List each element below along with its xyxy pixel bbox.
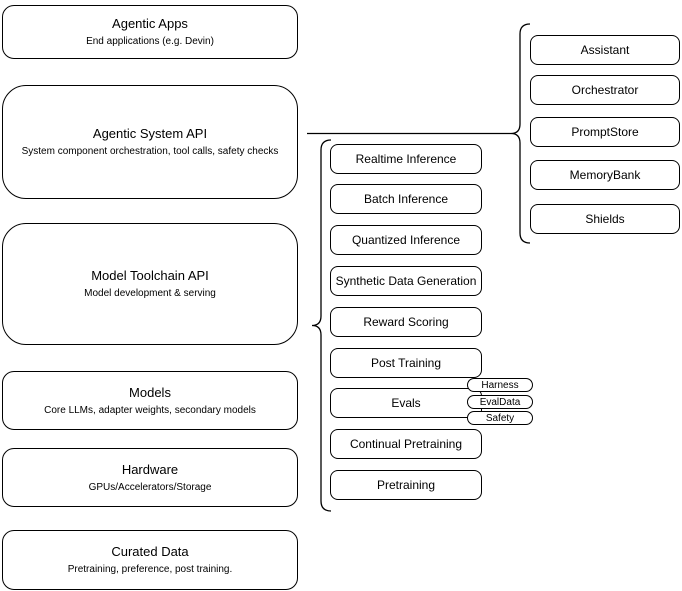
layer-subtitle: Model development & serving bbox=[84, 288, 216, 299]
layer-subtitle: Core LLMs, adapter weights, secondary mo… bbox=[44, 404, 256, 416]
layer-agentic-apps: Agentic Apps End applications (e.g. Devi… bbox=[2, 5, 298, 59]
toolchain-item-batch-inference: Batch Inference bbox=[330, 184, 482, 214]
toolchain-item-realtime-inference: Realtime Inference bbox=[330, 144, 482, 174]
eval-tag-evaldata: EvalData bbox=[467, 395, 533, 409]
eval-tag-safety: Safety bbox=[467, 411, 533, 425]
toolchain-item-synthetic-data-generation: Synthetic Data Generation bbox=[330, 266, 482, 296]
toolchain-item-quantized-inference: Quantized Inference bbox=[330, 225, 482, 255]
layer-agentic-system-api: Agentic System API System component orch… bbox=[2, 85, 298, 199]
toolchain-item-evals: Evals bbox=[330, 388, 482, 418]
component-memorybank: MemoryBank bbox=[530, 160, 680, 190]
layer-title: Agentic Apps bbox=[112, 16, 188, 31]
eval-tag-harness: Harness bbox=[467, 378, 533, 392]
layer-model-toolchain-api: Model Toolchain API Model development & … bbox=[2, 223, 298, 345]
layer-title: Curated Data bbox=[111, 544, 189, 559]
toolchain-item-reward-scoring: Reward Scoring bbox=[330, 307, 482, 337]
component-orchestrator: Orchestrator bbox=[530, 75, 680, 105]
toolchain-group-brace bbox=[311, 139, 332, 512]
layer-title: Hardware bbox=[121, 461, 179, 477]
layer-subtitle: Pretraining, preference, post training. bbox=[67, 564, 233, 575]
layer-subtitle: GPUs/Accelerators/Storage bbox=[88, 481, 212, 493]
components-group-brace bbox=[510, 23, 531, 244]
layer-title: Models bbox=[129, 384, 171, 400]
component-assistant: Assistant bbox=[530, 35, 680, 65]
toolchain-item-post-training: Post Training bbox=[330, 348, 482, 378]
layer-subtitle: System component orchestration, tool cal… bbox=[21, 146, 279, 157]
layer-models: Models Core LLMs, adapter weights, secon… bbox=[2, 371, 298, 430]
layer-curated-data: Curated Data Pretraining, preference, po… bbox=[2, 530, 298, 590]
layer-hardware: Hardware GPUs/Accelerators/Storage bbox=[2, 448, 298, 507]
toolchain-item-continual-pretraining: Continual Pretraining bbox=[330, 429, 482, 459]
component-promptstore: PromptStore bbox=[530, 117, 680, 147]
component-shields: Shields bbox=[530, 204, 680, 234]
toolchain-item-pretraining: Pretraining bbox=[330, 470, 482, 500]
layer-title: Model Toolchain API bbox=[91, 268, 209, 283]
layer-subtitle: End applications (e.g. Devin) bbox=[86, 36, 214, 47]
layer-title: Agentic System API bbox=[92, 126, 208, 141]
